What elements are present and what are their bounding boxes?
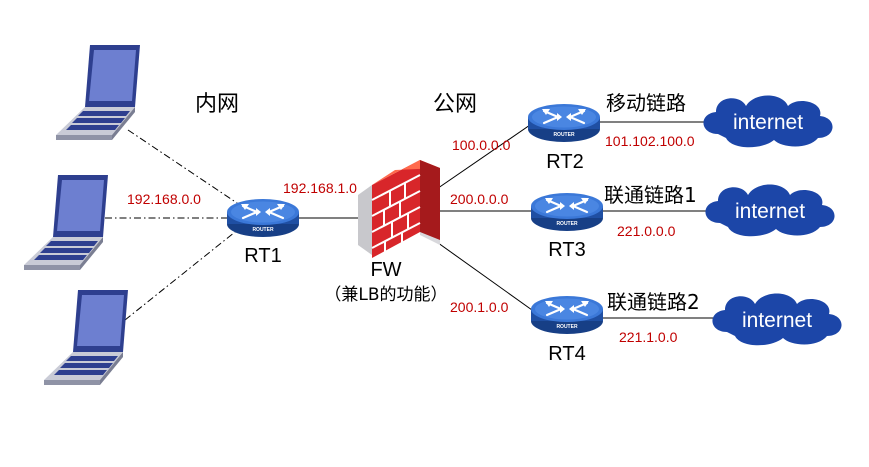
cloud-internet-1: internet: [703, 95, 833, 148]
cloud-label: internet: [733, 111, 803, 134]
cloud-internet-2: internet: [705, 184, 835, 237]
firewall-subtitle: （兼LB的功能）: [324, 285, 447, 305]
ip-lan: 192.168.0.0: [127, 191, 201, 207]
zone-label-inner: 内网: [195, 92, 239, 117]
router-tag: ROUTER: [556, 221, 578, 227]
ip-fw-rt2: 100.0.0.0: [452, 137, 511, 153]
router-label-rt1: RT1: [244, 245, 281, 267]
ip-rt1-fw: 192.168.1.0: [283, 180, 357, 196]
router-tag: ROUTER: [553, 132, 575, 138]
firewall-icon: [358, 160, 440, 258]
ip-rt2-wan: 101.102.100.0: [605, 133, 695, 149]
router-rt1: ROUTER: [225, 197, 301, 239]
ip-fw-rt3: 200.0.0.0: [450, 191, 509, 207]
router-rt4: ROUTER: [529, 294, 605, 336]
router-tag: ROUTER: [556, 324, 578, 330]
link-name-rt3: 联通链路1: [604, 183, 697, 207]
ip-rt4-wan: 221.1.0.0: [619, 329, 678, 345]
link-laptop3-rt1: [124, 227, 241, 321]
laptop-icon: [24, 175, 108, 270]
router-label-rt4: RT4: [548, 343, 585, 365]
ip-rt3-wan: 221.0.0.0: [617, 223, 676, 239]
link-laptop1-rt1: [127, 129, 241, 206]
router-rt2: ROUTER: [526, 102, 602, 144]
cloud-label: internet: [735, 200, 805, 223]
laptop-icon: [44, 290, 128, 385]
cloud-label: internet: [742, 309, 812, 332]
router-label-rt3: RT3: [548, 239, 585, 261]
router-tag: ROUTER: [252, 227, 274, 233]
link-name-rt2: 移动链路: [606, 91, 686, 115]
cloud-internet-3: internet: [712, 293, 842, 346]
laptop-icon: [56, 45, 140, 140]
zone-label-public: 公网: [433, 92, 477, 117]
link-name-rt4: 联通链路2: [607, 290, 700, 314]
ip-fw-rt4: 200.1.0.0: [450, 299, 509, 315]
link-fw-rt2: [427, 124, 531, 196]
firewall-label: FW: [370, 259, 401, 281]
router-rt3: ROUTER: [529, 191, 605, 233]
router-label-rt2: RT2: [546, 151, 583, 173]
